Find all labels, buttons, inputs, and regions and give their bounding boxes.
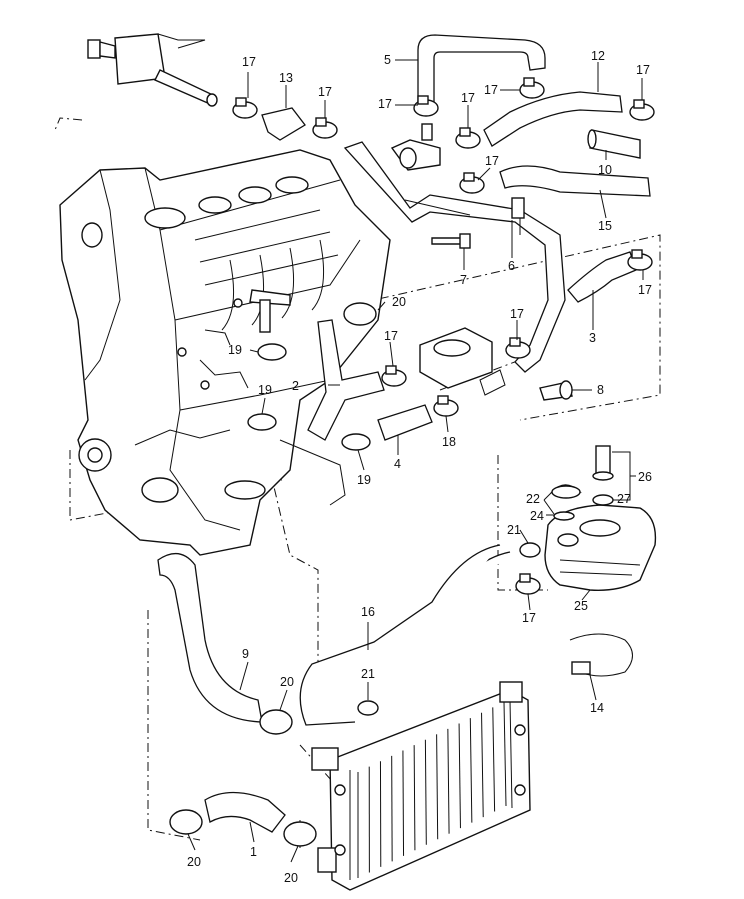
callout-21: 21 [507, 523, 521, 537]
callout-18: 18 [442, 435, 456, 449]
callout-25: 25 [574, 599, 588, 613]
callout-17: 17 [484, 83, 498, 97]
callout-20: 20 [284, 871, 298, 885]
callout-21: 21 [361, 667, 375, 681]
callout-leaders [187, 59, 644, 863]
radiator-fin [458, 723, 461, 829]
callout-20: 20 [392, 295, 406, 309]
callout-17: 17 [636, 63, 650, 77]
callout-15: 15 [598, 219, 612, 233]
callout-3: 3 [589, 331, 596, 345]
callout-20: 20 [187, 855, 201, 869]
callout-17: 17 [318, 85, 332, 99]
engine-block [59, 149, 391, 556]
callout-17: 17 [242, 55, 256, 69]
callout-12: 12 [591, 49, 605, 63]
callout-7: 7 [460, 273, 467, 287]
callout-24: 24 [530, 509, 544, 523]
radiator-fin [503, 701, 507, 807]
callout-27: 27 [617, 492, 631, 506]
radiator-fin [469, 718, 473, 823]
callout-10: 10 [598, 163, 612, 177]
callout-6: 6 [508, 259, 515, 273]
callout-labels: 13 17 17 5 17 17 17 12 17 10 17 15 6 7 1… [187, 49, 652, 885]
callout-4: 4 [394, 457, 401, 471]
callout-16: 16 [361, 605, 375, 619]
expansion-tank [544, 445, 657, 591]
metal-pipes [343, 139, 566, 373]
callout-17: 17 [378, 97, 392, 111]
callout-19: 19 [357, 473, 371, 487]
radiator [311, 681, 531, 891]
callout-14: 14 [590, 701, 604, 715]
callout-17: 17 [485, 154, 499, 168]
callout-19: 19 [258, 383, 272, 397]
callout-9: 9 [242, 647, 249, 661]
radiator-fin [424, 739, 427, 845]
radiator-fin [413, 745, 416, 851]
callout-17: 17 [461, 91, 475, 105]
radiator-fin [447, 728, 450, 834]
callout-8: 8 [597, 383, 604, 397]
callout-1: 1 [250, 845, 257, 859]
callout-19: 19 [228, 343, 242, 357]
callout-17: 17 [510, 307, 524, 321]
callout-17: 17 [522, 611, 536, 625]
callout-13: 13 [279, 71, 293, 85]
radiator-fin [402, 750, 405, 856]
callout-26: 26 [638, 470, 652, 484]
small-components [249, 129, 641, 401]
callout-17: 17 [638, 283, 652, 297]
callout-17: 17 [384, 329, 398, 343]
radiator-fin [436, 734, 439, 840]
radiator-fin [492, 707, 496, 812]
hose-clamps [169, 77, 655, 847]
callout-20: 20 [280, 675, 294, 689]
radiator-fin [481, 712, 484, 818]
callout-22: 22 [526, 492, 540, 506]
callout-2: 2 [292, 379, 299, 393]
callout-5: 5 [384, 53, 391, 67]
thermostat-housing [87, 33, 218, 107]
